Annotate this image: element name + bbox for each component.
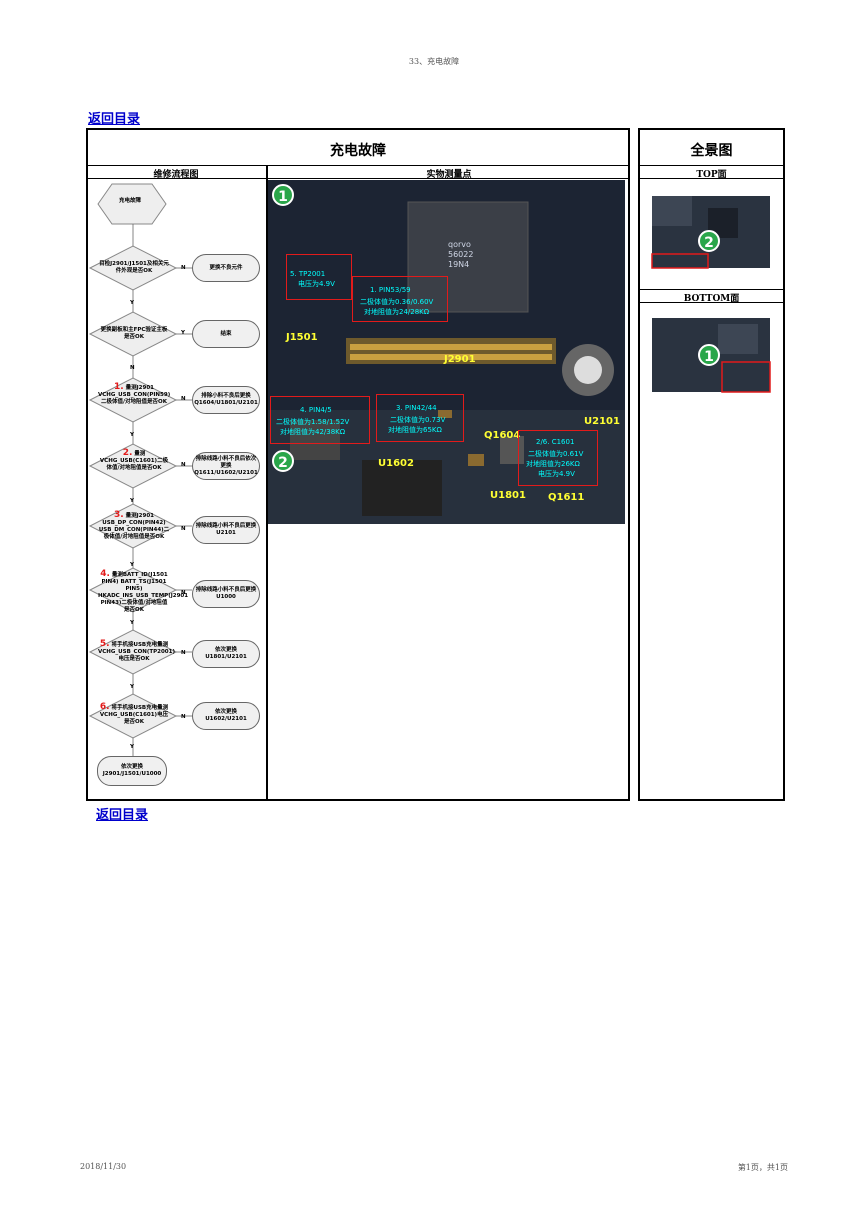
side-table	[638, 128, 785, 801]
board-graphic	[268, 180, 625, 524]
flow-result-6: 排除线路小料不良后更换U1000	[192, 580, 260, 608]
annotation-1-diode: 二极体值为0.36/0.60V	[360, 298, 434, 306]
flow-result-2: 结束	[192, 320, 260, 348]
annotation-box-5	[286, 254, 352, 300]
divider	[638, 178, 785, 179]
no-label: N	[181, 590, 186, 596]
no-label: N	[181, 265, 186, 271]
annotation-1-title: 1. PIN53/59	[370, 286, 411, 294]
yes-label: Y	[130, 744, 134, 750]
marker-circle-2: 2	[272, 450, 294, 472]
no-label: N	[181, 650, 186, 656]
flow-q7: 5. 将手机接USB充电量测VCHG_USB_CON(TP2001)电压是否OK	[98, 639, 175, 663]
flow-result-3: 排除小料不良后更换Q1604/U1801/U2101	[192, 386, 260, 414]
divider	[638, 289, 785, 290]
page-header: 33、充电故障	[408, 57, 460, 66]
annotation-3-diode: 二极体值为0.73V	[390, 416, 446, 424]
flow-start-shape	[97, 183, 167, 225]
annotation-4-title: 4. PIN4/5	[300, 406, 332, 414]
yes-label: Y	[130, 498, 134, 504]
bottom-overview-image: 1	[648, 314, 776, 396]
annotation-5-voltage: 电压为4.9V	[298, 280, 335, 288]
side-title: 全景图	[690, 143, 733, 159]
no-label: N	[130, 365, 135, 371]
annotation-2-diode: 二极体值为0.61V	[528, 450, 584, 458]
annotation-3-resistance: 对地阻值为65KΩ	[388, 426, 442, 434]
divider	[638, 165, 785, 166]
yes-label: Y	[130, 684, 134, 690]
flowchart	[88, 183, 192, 756]
flow-start-text: 充电故障	[118, 198, 141, 204]
no-label: N	[181, 396, 186, 402]
bottom-side-label: BOTTOM面	[683, 294, 740, 304]
flow-end: 依次更换J2901/J1501/U1000	[97, 756, 167, 786]
divider	[266, 165, 268, 801]
back-to-toc-link-bottom[interactable]: 返回目录	[96, 808, 149, 823]
back-to-toc-link[interactable]: 返回目录	[88, 112, 141, 127]
annotation-box-4	[270, 396, 370, 444]
yes-label: Y	[130, 620, 134, 626]
flow-result-7: 依次更换U1801/U2101	[192, 640, 260, 668]
annotation-2-voltage: 电压为4.9V	[538, 470, 575, 478]
marker-circle-1: 1	[272, 184, 294, 206]
col-header-flow: 维修流程图	[153, 170, 199, 180]
annotation-box-1	[352, 276, 448, 322]
annotation-box-2	[518, 430, 598, 486]
flow-result-8: 依次更换U1602/U2101	[192, 702, 260, 730]
flow-q8: 6. 将手机接USB充电量测VCHG_USB(C1601)电压是否OK	[99, 702, 169, 726]
divider	[86, 178, 630, 179]
label-q1611: Q1611	[548, 492, 585, 503]
yes-label: Y	[130, 432, 134, 438]
flow-q4: 2. 量测VCHG_USB(C1601)二极体值/对地阻值是否OK	[99, 448, 169, 472]
flow-q2: 更换副板和主FPC验证主板是否OK	[100, 327, 168, 340]
annotation-4-diode: 二极体值为1.58/1.52V	[276, 418, 350, 426]
board-photo: 1 2 qorvo 56022 19N4 J2901 J1501 U2101 Q…	[268, 180, 625, 524]
flow-q5: 3. 量测J2901 USB_DP_CON(PIN42) USB_DM_CON(…	[98, 510, 170, 541]
col-header-points: 实物测量点	[426, 170, 472, 180]
chip-marking: qorvo 56022 19N4	[448, 240, 474, 269]
flow-result-4: 排除线路小料不良后依次更换Q1611/U1602/U2101	[192, 452, 260, 480]
main-table	[86, 128, 630, 801]
annotation-2-title: 2/6. C1601	[536, 438, 575, 446]
flow-q3: 1. 量测J2901 VCHG_USB_CON(PIN59)二极体值/对地阻值是…	[98, 382, 171, 406]
main-title: 充电故障	[330, 143, 386, 159]
annotation-1-resistance: 对地阻值为24/28KΩ	[364, 308, 430, 316]
label-u1801: U1801	[490, 490, 526, 501]
flow-result-5: 排除线路小料不良后更换U2101	[192, 516, 260, 544]
annotation-5-title: 5. TP2001	[290, 270, 326, 278]
top-side-label: TOP面	[696, 170, 727, 180]
flow-result-1: 更换不良元件	[192, 254, 260, 282]
yes-label: Y	[130, 300, 134, 306]
flow-q1: 目检J2901/J1501及相关元件外观是否OK	[99, 261, 169, 274]
label-u2101: U2101	[584, 416, 620, 427]
divider	[86, 165, 630, 166]
divider	[638, 302, 785, 303]
bottom-marker-circle-1: 1	[698, 344, 720, 366]
annotation-box-3	[376, 394, 464, 442]
flow-q6: 4. 量测BATT_ID(J1501 PIN4) BATT_TS(J1501 P…	[98, 569, 189, 614]
yes-label: Y	[181, 330, 185, 336]
annotation-4-resistance: 对地阻值为42/38KΩ	[280, 428, 346, 436]
no-label: N	[181, 526, 186, 532]
no-label: N	[181, 462, 186, 468]
top-overview-image: 2	[648, 188, 776, 278]
label-j2901: J2901	[444, 354, 476, 365]
yes-label: Y	[130, 562, 134, 568]
footer-date: 2018/11/30	[80, 1162, 127, 1171]
label-j1501: J1501	[286, 332, 318, 343]
annotation-2-resistance: 对地阻值为26KΩ	[526, 460, 580, 468]
no-label: N	[181, 714, 186, 720]
footer-page-number: 第1页，共1页	[737, 1163, 788, 1172]
top-marker-circle-2: 2	[698, 230, 720, 252]
label-u1602: U1602	[378, 458, 414, 469]
annotation-3-title: 3. PIN42/44	[396, 404, 437, 412]
label-q1604: Q1604	[484, 430, 521, 441]
